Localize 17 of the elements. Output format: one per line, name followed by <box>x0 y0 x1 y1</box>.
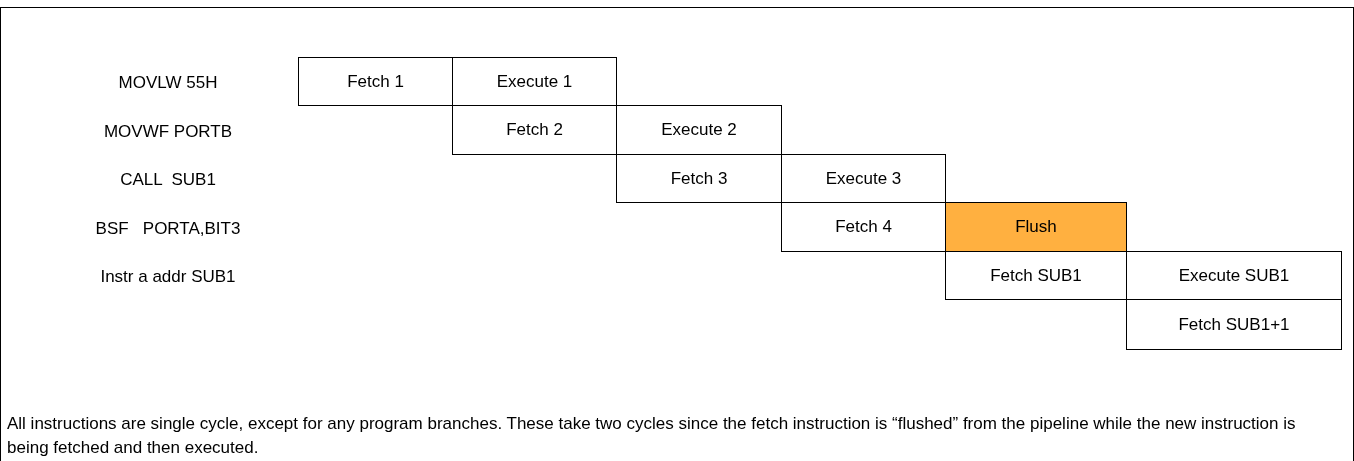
pipeline-cell: Execute SUB1 <box>1126 251 1342 300</box>
instruction-label: MOVWF PORTB <box>103 122 233 140</box>
pipeline-cell: Fetch SUB1 <box>945 251 1127 300</box>
instruction-label: MOVLW 55H <box>118 73 218 91</box>
instruction-label: BSF PORTA,BIT3 <box>95 219 241 237</box>
instruction-label: Instr a addr SUB1 <box>100 267 236 285</box>
instruction-label: CALL SUB1 <box>120 170 216 188</box>
pipeline-cell: Execute 3 <box>781 154 946 203</box>
pipeline-cell: Execute 1 <box>452 57 617 106</box>
pipeline-cell: Fetch SUB1+1 <box>1126 299 1342 350</box>
pipeline-cell: Fetch 4 <box>781 202 946 252</box>
note-text: All instructions are single cycle, except for any program branches. These take two cycles since the fetch instruction is “flushed” from the pipeline while the new instruction is being fetched and then executed. <box>7 413 1297 459</box>
flush-cell: Flush <box>945 202 1127 252</box>
pipeline-cell: Execute 2 <box>616 105 782 155</box>
pipeline-cell: Fetch 1 <box>298 57 453 106</box>
pipeline-cell: Fetch 3 <box>616 154 782 203</box>
pipeline-cell: Fetch 2 <box>452 105 617 155</box>
